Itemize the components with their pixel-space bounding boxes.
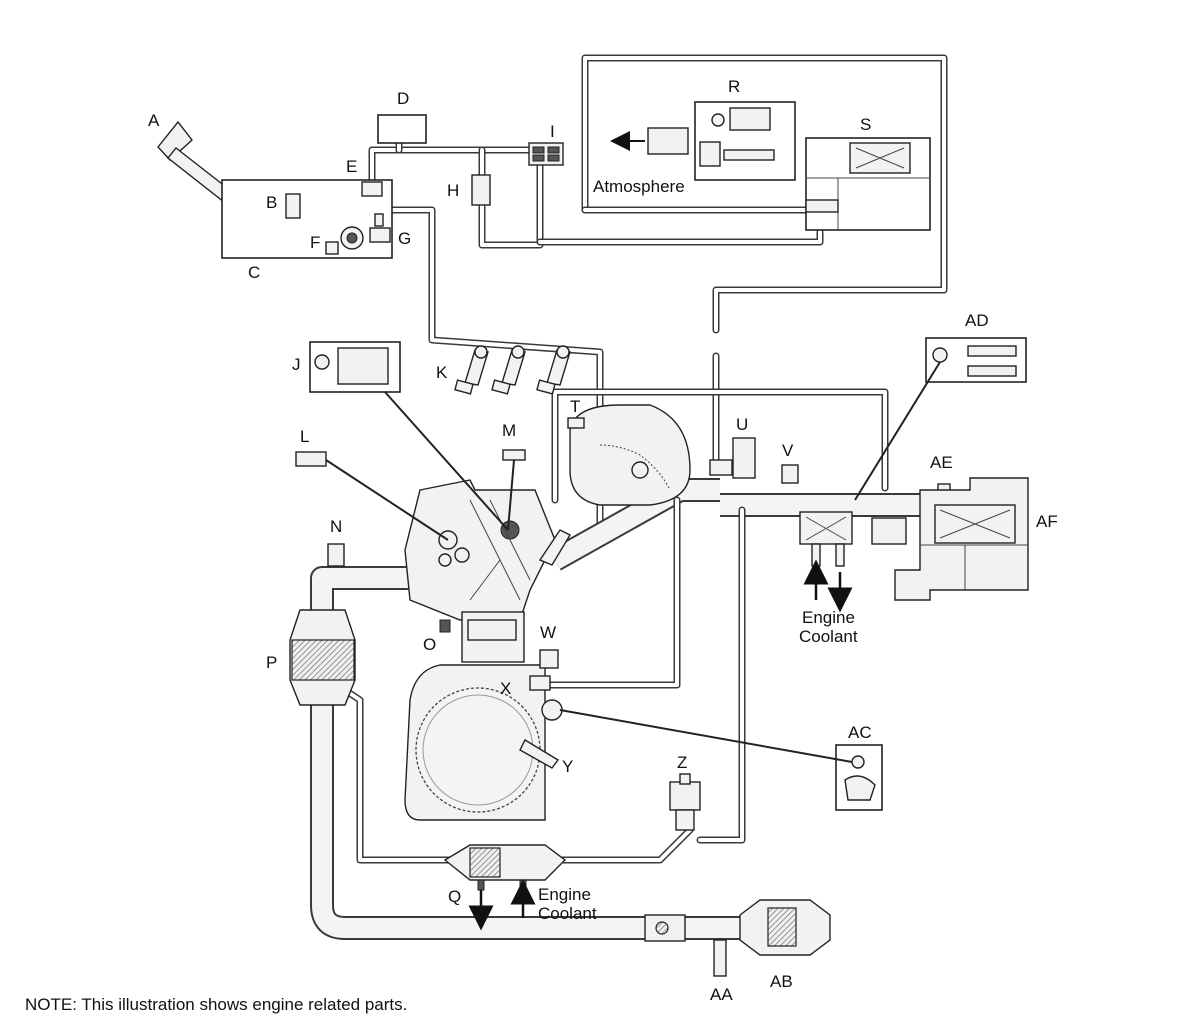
label-aa: AA [710,985,733,1004]
label-t: T [570,397,580,416]
catalytic-converter-q [443,844,567,881]
label-j: J [292,355,301,374]
label-ae: AE [930,453,953,472]
sensor-l [295,451,327,467]
label-i: I [550,122,555,141]
label-v: V [782,441,794,460]
label-ad: AD [965,311,989,330]
engine-block [404,479,560,821]
label-s: S [860,115,871,134]
valve-z [669,773,701,831]
component-u [732,437,756,479]
label-g: G [398,229,411,248]
coolant-exhaust-label-line1: Engine [538,885,591,904]
label-m: M [502,421,516,440]
label-e: E [346,157,357,176]
intake-pipe [549,388,940,571]
valve-h [471,174,491,206]
label-af: AF [1036,512,1058,531]
sensor-t [567,417,585,429]
component-d [377,114,427,144]
label-u: U [736,415,748,434]
coolant-intake-label-line1: Engine [802,608,855,627]
sensor-o [439,619,451,633]
sensor-v [781,464,799,484]
label-q: Q [448,887,461,906]
label-n: N [330,517,342,536]
surge-tank [569,404,691,506]
label-ab: AB [770,972,793,991]
coolant-exhaust-label-line2: Coolant [538,904,597,923]
label-o: O [423,635,436,654]
sensor-x [529,675,551,691]
label-x: X [500,679,511,698]
label-d: D [397,89,409,108]
component-g [369,227,391,243]
component-i [528,142,564,166]
label-c: C [248,263,260,282]
label-y: Y [562,757,573,776]
atmosphere-label: Atmosphere [593,177,685,196]
label-k: K [436,363,448,382]
sensor-aa [713,939,727,977]
footnote: NOTE: This illustration shows engine rel… [25,995,407,1014]
label-b: B [266,193,277,212]
coolant-intake-label-line2: Coolant [799,627,858,646]
exhaust-pipes [310,496,830,940]
sensor-m [502,449,526,461]
label-h: H [447,181,459,200]
label-w: W [540,623,556,642]
label-p: P [266,653,277,672]
part-labels: A B C D E F G H I J K L M N O P Q R S T … [148,77,1058,1004]
label-l: L [300,427,309,446]
fuel-injectors-k [454,345,571,395]
direct-injector [538,529,571,566]
label-f: F [310,233,320,252]
sensor-n [327,543,345,567]
component-e [361,181,383,197]
label-a: A [148,111,160,130]
label-r: R [728,77,740,96]
label-z: Z [677,753,687,772]
label-ac: AC [848,723,872,742]
sensor-w [539,649,559,669]
component-b [285,193,301,219]
